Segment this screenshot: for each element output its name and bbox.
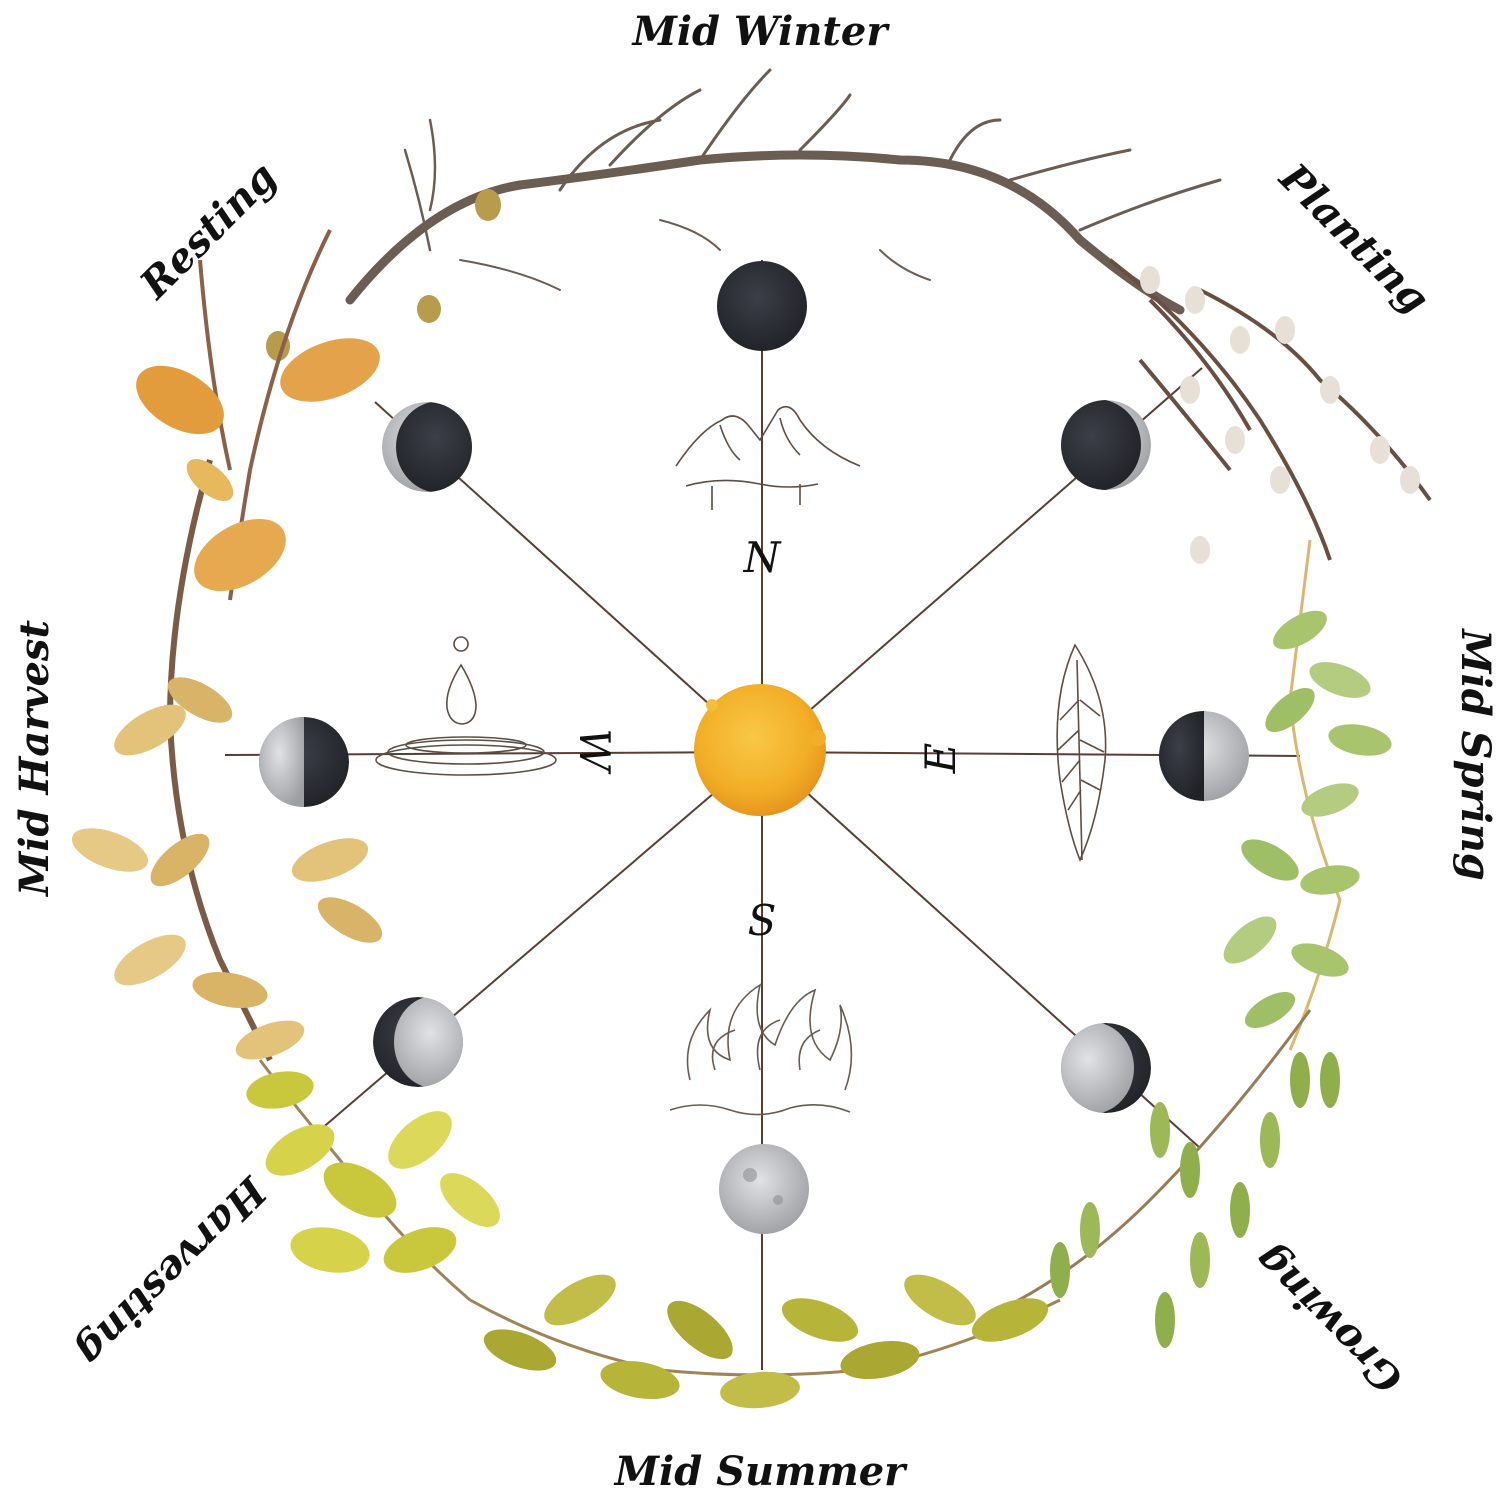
label-mid-harvest: Mid Harvest [11, 620, 58, 898]
compass-east: E [916, 743, 965, 775]
harvesting-leaves [243, 1060, 509, 1300]
waxing-gibbous-moon-icon [1050, 1022, 1151, 1114]
compass-west: W [570, 728, 619, 775]
new-moon-icon [717, 261, 807, 351]
compass-north: N [743, 533, 782, 582]
waning-crescent-moon-icon [382, 401, 484, 493]
full-moon-icon [719, 1144, 809, 1234]
label-mid-spring: Mid Spring [1452, 627, 1499, 881]
summer-leaves [470, 1264, 1060, 1411]
feather-icon [1057, 645, 1105, 860]
label-mid-winter: Mid Winter [631, 8, 891, 55]
acorns [266, 189, 501, 361]
label-mid-summer: Mid Summer [613, 1448, 908, 1495]
mountains-icon [676, 407, 860, 510]
last-quarter-moon-icon [259, 717, 349, 807]
spring-leaves [1216, 540, 1394, 1050]
label-planting: Planting [1270, 154, 1439, 323]
waning-gibbous-moon-icon [373, 996, 474, 1088]
label-resting: Resting [130, 153, 286, 309]
first-quarter-moon-icon [1159, 711, 1249, 801]
pussy-willow-branches [1110, 260, 1430, 564]
label-growing: Growing [1245, 1236, 1412, 1403]
compass-south: S [748, 896, 777, 945]
fire-icon [670, 985, 851, 1115]
waxing-crescent-moon-icon [1051, 399, 1151, 491]
sun-icon [694, 684, 826, 816]
label-harvesting: Harvesting [68, 1167, 276, 1375]
